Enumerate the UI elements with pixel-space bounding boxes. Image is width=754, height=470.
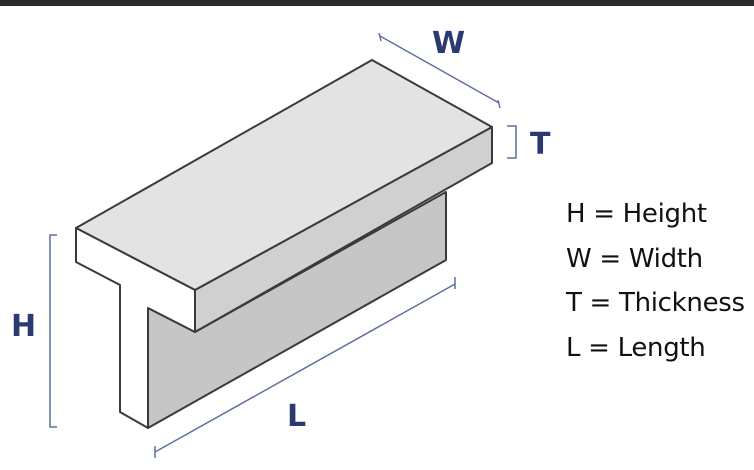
legend-length: L = Length <box>566 332 706 363</box>
legend-width: W = Width <box>566 243 703 274</box>
width-label: W <box>432 26 465 61</box>
length-dimension <box>154 277 456 458</box>
height-dimension <box>49 234 57 428</box>
legend-height: H = Height <box>566 199 707 229</box>
legend-thickness: T = Thickness <box>566 288 745 318</box>
width-dimension <box>378 32 501 109</box>
t-end-face <box>75 227 196 429</box>
height-label: H <box>11 309 36 344</box>
thickness-label: T <box>530 127 551 162</box>
dimension-legend: H = Height W = Width T = Thickness L = L… <box>566 192 745 370</box>
length-label: L <box>287 399 306 434</box>
thickness-dimension <box>507 125 517 159</box>
top-bar <box>0 0 754 6</box>
